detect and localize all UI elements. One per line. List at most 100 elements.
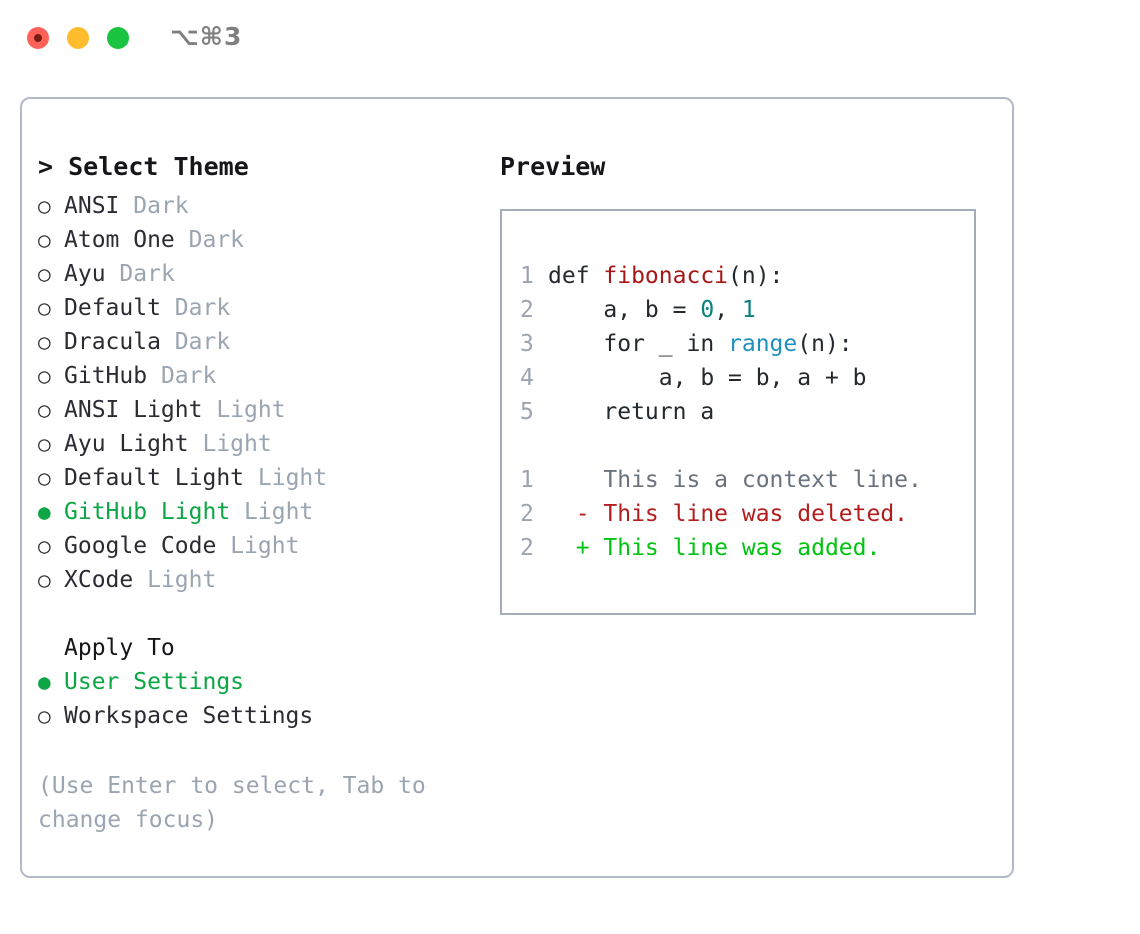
maximize-window-button[interactable] — [107, 27, 129, 49]
theme-selection-column: > Select Theme ○ANSI Dark○Atom One Dark○… — [38, 147, 478, 837]
radio-unselected-icon: ○ — [38, 228, 51, 252]
radio-unselected-icon: ○ — [38, 296, 51, 320]
code-token: (n): — [797, 331, 853, 357]
theme-list-item[interactable]: ○ Default Dark — [38, 291, 478, 325]
code-token: def — [548, 263, 604, 289]
theme-variant-tag: Dark — [119, 261, 175, 287]
theme-list-item[interactable]: ○ XCode Light — [38, 563, 478, 597]
theme-list-item[interactable]: ○ ANSI Light Light — [38, 393, 478, 427]
code-token: 0 — [700, 297, 715, 323]
caret-icon: > — [38, 152, 54, 181]
apply-to-label-text: Workspace Settings — [64, 703, 314, 729]
code-token: (n): — [728, 263, 784, 289]
radio-unselected-icon: ○ — [38, 704, 51, 728]
theme-list-item[interactable]: ○ GitHub Dark — [38, 359, 478, 393]
theme-variant-tag: Dark — [160, 363, 217, 389]
apply-to-option[interactable]: ● User Settings — [38, 665, 478, 699]
theme-list-item[interactable]: ●GitHub Light Light — [38, 495, 478, 529]
theme-name: ANSI Light — [64, 397, 203, 423]
line-number: 3 — [520, 331, 534, 357]
theme-name: XCode — [64, 567, 134, 593]
code-token: , — [714, 297, 742, 323]
keyboard-hint-text: (Use Enter to select, Tab to change focu… — [38, 773, 426, 833]
diff-sample: 1 This is a context line.2 - This line w… — [520, 463, 966, 565]
code-token: fibonacci — [603, 263, 729, 289]
theme-name: Default — [64, 295, 161, 321]
theme-name: GitHub — [64, 363, 148, 389]
apply-to-label-text: User Settings — [64, 669, 245, 695]
radio-selected-icon: ● — [38, 670, 51, 694]
theme-name: Default Light — [64, 465, 245, 491]
code-token: return a — [548, 399, 715, 425]
diff-text: - This line was deleted. — [548, 501, 909, 527]
preview-title: Preview — [500, 152, 606, 181]
theme-name: Atom One — [64, 227, 175, 253]
theme-list-item[interactable]: ○ Default Light Light — [38, 461, 478, 495]
radio-selected-icon: ● — [38, 500, 51, 524]
theme-list-item[interactable]: ○Dracula Dark — [38, 325, 478, 359]
theme-variant-tag: Dark — [188, 227, 245, 253]
radio-unselected-icon: ○ — [38, 466, 51, 490]
theme-variant-tag: Light — [257, 465, 328, 491]
theme-variant-tag: Light — [244, 499, 314, 525]
diff-text: + This line was added. — [548, 535, 881, 561]
theme-list-item[interactable]: ○Google Code Light — [38, 529, 478, 563]
code-line: 1 def fibonacci(n): — [520, 259, 966, 293]
apply-to-option[interactable]: ○ Workspace Settings — [38, 699, 478, 733]
code-line: 5 return a — [520, 395, 966, 429]
theme-variant-tag: Light — [216, 397, 286, 423]
theme-name: ANSI — [64, 193, 120, 219]
radio-unselected-icon: ○ — [38, 364, 51, 388]
main-panel: > Select Theme ○ANSI Dark○Atom One Dark○… — [20, 97, 1014, 878]
page-title: Select Theme — [68, 152, 249, 181]
line-number: 1 — [520, 263, 534, 289]
diff-text: This is a context line. — [548, 467, 922, 493]
theme-variant-tag: Dark — [174, 295, 231, 321]
select-theme-header: > Select Theme — [38, 147, 478, 187]
radio-unselected-icon: ○ — [38, 432, 51, 456]
theme-list-item[interactable]: ○ Atom One Dark — [38, 223, 478, 257]
line-number: 5 — [520, 399, 534, 425]
line-number: 2 — [520, 535, 534, 561]
theme-name: Ayu — [64, 261, 106, 287]
line-number: 2 — [520, 297, 534, 323]
title-bar: ⌥⌘3 — [0, 0, 1140, 76]
code-token: range — [728, 331, 798, 357]
radio-unselected-icon: ○ — [38, 194, 51, 218]
theme-list-item[interactable]: ○ Ayu Dark — [38, 257, 478, 291]
theme-list-item[interactable]: ○ANSI Dark — [38, 189, 478, 223]
apply-to-section: Apply To ● User Settings ○ Workspace Settin… — [38, 631, 478, 733]
theme-name: Ayu Light — [64, 431, 189, 457]
apply-to-options[interactable]: ● User Settings ○ Workspace Settings — [38, 665, 478, 733]
line-number: 4 — [520, 365, 534, 391]
radio-unselected-icon: ○ — [38, 568, 51, 592]
theme-variant-tag: Light — [147, 567, 217, 593]
close-icon — [34, 34, 42, 42]
keyboard-shortcut-label: ⌥⌘3 — [170, 22, 243, 51]
radio-unselected-icon: ○ — [38, 398, 51, 422]
code-line: 4 a, b = b, a + b — [520, 361, 966, 395]
theme-list[interactable]: ○ ANSI Dark ○ Atom One Dark ○ Ayu Dark ○ Defaul… — [38, 189, 478, 597]
code-line: 2 a, b = 0, 1 — [520, 293, 966, 327]
code-token: a, b = b, a + b — [548, 365, 867, 391]
code-line: 3 for _ in range(n): — [520, 327, 966, 361]
diff-line: 2 + This line was added. — [520, 531, 966, 565]
code-token: 1 — [741, 297, 756, 323]
minimize-window-button[interactable] — [67, 27, 89, 49]
diff-line: 2 - This line was deleted. — [520, 497, 966, 531]
radio-unselected-icon: ○ — [38, 262, 51, 286]
apply-to-label: Apply To — [64, 635, 175, 661]
code-token: for _ in — [548, 331, 729, 357]
preview-spacer — [520, 429, 966, 463]
theme-list-item[interactable]: ○ Ayu Light Light — [38, 427, 478, 461]
theme-variant-tag: Dark — [174, 329, 231, 355]
theme-variant-tag: Light — [202, 431, 272, 457]
radio-unselected-icon: ○ — [38, 330, 51, 354]
theme-name: Google Code — [64, 533, 217, 559]
theme-variant-tag: Light — [230, 533, 300, 559]
